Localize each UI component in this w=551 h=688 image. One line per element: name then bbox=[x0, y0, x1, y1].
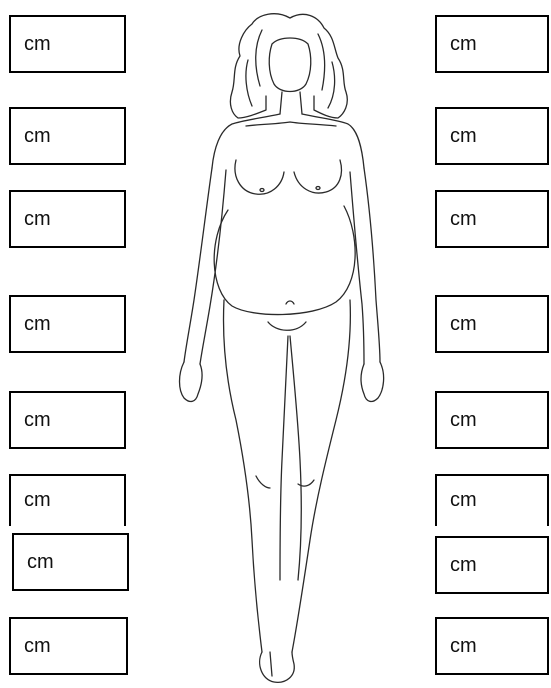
unit-label: cm bbox=[450, 126, 477, 146]
unit-label: cm bbox=[24, 34, 51, 54]
unit-label: cm bbox=[450, 314, 477, 334]
measurement-box-right-4[interactable]: cm bbox=[435, 295, 549, 353]
unit-label: cm bbox=[27, 552, 54, 572]
measurement-box-left-4[interactable]: cm bbox=[9, 295, 126, 353]
measurement-box-right-3[interactable]: cm bbox=[435, 190, 549, 248]
collarbones bbox=[246, 122, 336, 126]
measurement-box-right-2[interactable]: cm bbox=[435, 107, 549, 165]
unit-label: cm bbox=[450, 636, 477, 656]
measurement-box-left-7[interactable]: cm bbox=[12, 533, 129, 591]
left-shoulder bbox=[212, 114, 280, 168]
unit-label: cm bbox=[24, 314, 51, 334]
unit-label: cm bbox=[450, 34, 477, 54]
unit-label: cm bbox=[450, 555, 477, 575]
neck bbox=[280, 92, 302, 114]
unit-label: cm bbox=[450, 209, 477, 229]
unit-label: cm bbox=[24, 490, 51, 510]
unit-label: cm bbox=[24, 209, 51, 229]
measurement-box-right-1[interactable]: cm bbox=[435, 15, 549, 73]
measurement-box-left-2[interactable]: cm bbox=[9, 107, 126, 165]
unit-label: cm bbox=[24, 126, 51, 146]
feet bbox=[260, 652, 295, 682]
left-breast bbox=[235, 160, 284, 194]
face-outline bbox=[269, 38, 311, 92]
unit-label: cm bbox=[24, 410, 51, 430]
measurement-box-right-5[interactable]: cm bbox=[435, 391, 549, 449]
pubic-line bbox=[268, 322, 306, 330]
measurement-box-left-5[interactable]: cm bbox=[9, 391, 126, 449]
measurement-box-right-8[interactable]: cm bbox=[435, 617, 549, 675]
pregnant-belly bbox=[214, 206, 355, 315]
left-arm bbox=[184, 168, 226, 364]
hair-outline bbox=[230, 14, 347, 118]
measurement-box-left-3[interactable]: cm bbox=[9, 190, 126, 248]
left-knee bbox=[256, 476, 270, 488]
unit-label: cm bbox=[450, 410, 477, 430]
measurement-box-right-6[interactable]: cm bbox=[435, 474, 549, 526]
right-hand bbox=[361, 362, 384, 401]
left-hand bbox=[180, 362, 203, 401]
measurement-box-left-1[interactable]: cm bbox=[9, 15, 126, 73]
measurement-box-left-6[interactable]: cm bbox=[9, 474, 126, 526]
navel bbox=[286, 301, 294, 304]
measurement-box-left-8[interactable]: cm bbox=[9, 617, 128, 675]
right-breast bbox=[294, 160, 341, 193]
unit-label: cm bbox=[450, 490, 477, 510]
measurement-box-right-7[interactable]: cm bbox=[435, 536, 549, 594]
unit-label: cm bbox=[24, 636, 51, 656]
right-shoulder bbox=[302, 114, 364, 168]
hair-strands bbox=[246, 30, 335, 108]
inner-legs bbox=[280, 336, 301, 580]
